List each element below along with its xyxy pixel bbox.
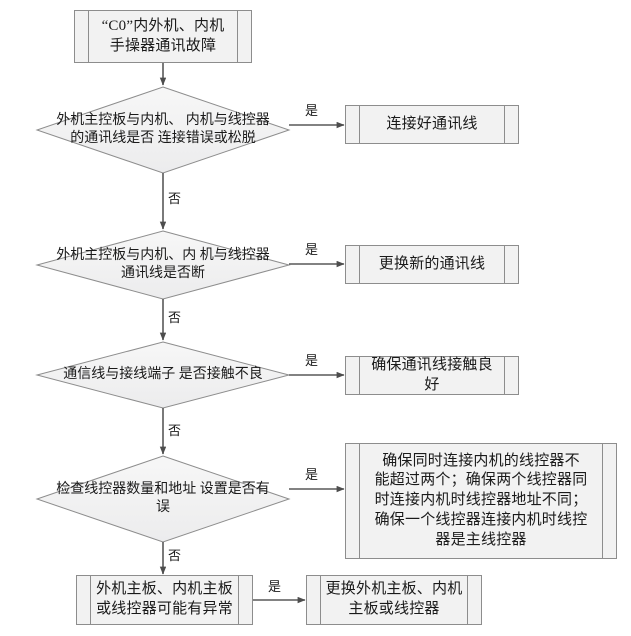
terminal-line1: 外机主板、内机主板 bbox=[96, 581, 233, 598]
node-terminal-left-band bbox=[77, 576, 91, 624]
node-start-right-band bbox=[237, 11, 251, 62]
edge-label-yes-3: 是 bbox=[305, 353, 319, 368]
node-action-4-left-band bbox=[346, 444, 360, 558]
node-decision-3-text: 通信线与接线端子 是否接触不良 bbox=[45, 366, 281, 384]
edge-label-yes-2: 是 bbox=[305, 242, 319, 257]
node-action-3-right-band bbox=[504, 357, 518, 394]
action-2-line1: 更换新的通讯线 bbox=[378, 255, 486, 272]
node-decision-4-text: 检查线控器数量和地址 设置是否有误 bbox=[37, 481, 289, 517]
node-action-5-right-band bbox=[467, 576, 481, 624]
action-5-line1: 更换外机主板、内机 bbox=[325, 581, 463, 598]
action-4-line2: 能超过两个；确保两个线控器同 bbox=[374, 472, 588, 489]
node-action-2[interactable]: 更换新的通讯线 bbox=[345, 245, 519, 284]
node-action-5-core: 更换外机主板、内机 主板或线控器 bbox=[321, 576, 467, 624]
node-decision-3[interactable]: 通信线与接线端子 是否接触不良 bbox=[37, 342, 289, 408]
edge-label-no-3: 否 bbox=[168, 423, 182, 438]
node-action-1-right-band bbox=[504, 106, 518, 143]
node-start-line1: “C0”内外机、内机 bbox=[101, 17, 225, 34]
node-action-1-core: 连接好通讯线 bbox=[360, 106, 504, 143]
node-action-2-left-band bbox=[346, 246, 360, 283]
edge-label-yes-4: 是 bbox=[305, 467, 319, 482]
decision-4-line2: 设置是否有误 bbox=[156, 481, 270, 515]
node-action-2-core: 更换新的通讯线 bbox=[360, 246, 504, 283]
node-start-line2: 手操器通讯故障 bbox=[109, 37, 217, 54]
action-4-line1: 确保同时连接内机的线控器不 bbox=[382, 452, 580, 469]
decision-4-line1: 检查线控器数量和地址 bbox=[56, 481, 197, 497]
decision-3-line1: 通信线与接线端子 bbox=[63, 366, 176, 382]
node-action-4[interactable]: 确保同时连接内机的线控器不 能超过两个；确保两个线控器同 时连接内机时线控器地址… bbox=[345, 443, 617, 559]
node-action-2-right-band bbox=[504, 246, 518, 283]
decision-1-line3: 连接错误或松脱 bbox=[157, 131, 256, 146]
node-action-4-right-band bbox=[602, 444, 616, 558]
node-action-1-left-band bbox=[346, 106, 360, 143]
edge-label-yes-1: 是 bbox=[305, 103, 319, 118]
node-terminal[interactable]: 外机主板、内机主板 或线控器可能有异常 bbox=[76, 575, 253, 625]
node-decision-4[interactable]: 检查线控器数量和地址 设置是否有误 bbox=[37, 456, 289, 542]
node-decision-2-text: 外机主控板与内机、内 机与线控器通讯线是否断 bbox=[37, 247, 289, 283]
edge-label-no-1: 否 bbox=[168, 191, 182, 206]
decision-2-line2: 机与线控器通讯线是否断 bbox=[121, 247, 270, 281]
node-start-left-band bbox=[75, 11, 89, 62]
action-5-line2: 主板或线控器 bbox=[348, 601, 440, 617]
node-start-core: “C0”内外机、内机 手操器通讯故障 bbox=[89, 11, 237, 62]
node-decision-1[interactable]: 外机主控板与内机、 内机与线控器的通讯线是否 连接错误或松脱 bbox=[37, 87, 289, 173]
decision-3-line2: 是否接触不良 bbox=[178, 366, 263, 382]
action-3-line1: 确保通讯线接触良好 bbox=[371, 356, 493, 393]
action-4-line4: 确保一个线控器连接内机时线控 bbox=[374, 511, 588, 528]
node-action-1[interactable]: 连接好通讯线 bbox=[345, 105, 519, 144]
node-decision-2[interactable]: 外机主控板与内机、内 机与线控器通讯线是否断 bbox=[37, 231, 289, 299]
edge-label-no-2: 否 bbox=[168, 310, 182, 325]
node-action-4-core: 确保同时连接内机的线控器不 能超过两个；确保两个线控器同 时连接内机时线控器地址… bbox=[360, 444, 602, 558]
action-1-line1: 连接好通讯线 bbox=[386, 115, 478, 132]
decision-2-line1: 外机主控板与内机、内 bbox=[56, 247, 197, 263]
node-decision-1-text: 外机主控板与内机、 内机与线控器的通讯线是否 连接错误或松脱 bbox=[37, 112, 289, 148]
node-action-5-left-band bbox=[307, 576, 321, 624]
edge-label-yes-5: 是 bbox=[268, 579, 282, 594]
node-action-3[interactable]: 确保通讯线接触良好 bbox=[345, 356, 519, 395]
node-terminal-core: 外机主板、内机主板 或线控器可能有异常 bbox=[91, 576, 238, 624]
terminal-line2: 或线控器可能有异常 bbox=[96, 601, 233, 617]
node-action-3-core: 确保通讯线接触良好 bbox=[360, 357, 504, 394]
node-action-5[interactable]: 更换外机主板、内机 主板或线控器 bbox=[306, 575, 482, 625]
edge-label-no-4: 否 bbox=[168, 548, 182, 563]
decision-1-line1: 外机主控板与内机、 bbox=[56, 112, 183, 128]
decision-1-line2: 内机与线控器的通讯线是否 bbox=[70, 112, 270, 146]
node-terminal-right-band bbox=[238, 576, 252, 624]
node-start[interactable]: “C0”内外机、内机 手操器通讯故障 bbox=[74, 10, 252, 63]
node-action-3-left-band bbox=[346, 357, 360, 394]
action-4-line3: 时连接内机时线控器地址不同； bbox=[374, 492, 588, 509]
action-4-line5: 器是主线控器 bbox=[435, 531, 527, 548]
